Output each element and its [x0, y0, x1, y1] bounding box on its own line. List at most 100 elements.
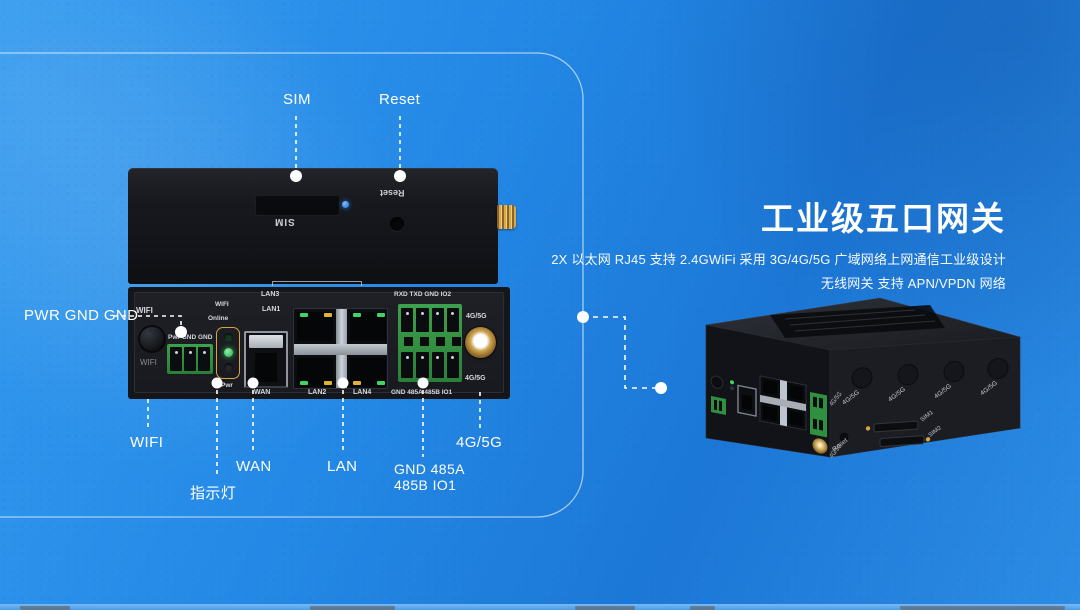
callout-label-gnd: GND 485A 485B IO1 [394, 461, 465, 493]
terminal-mid-row [404, 337, 461, 346]
lan3-label: LAN3 [261, 291, 280, 298]
port-led [377, 313, 385, 317]
bottom-strip-mark [20, 606, 70, 610]
panel-wifi-caption: WIFI [140, 358, 157, 367]
led-label-wifi: WIFI [215, 301, 229, 308]
iso-antenna-hole [851, 367, 873, 389]
callout-dot-wan [247, 377, 259, 389]
led-label-online: Online [208, 315, 229, 322]
power-terminal-block [167, 344, 213, 374]
iso-terminal-pin [714, 399, 717, 411]
terminal-cell [446, 352, 459, 378]
hero-title: 工业级五口网关 [761, 200, 1006, 237]
callout-dot-lan [337, 377, 349, 389]
wan-port-label: WAN [254, 389, 271, 396]
serial-footer-label: GND 485A 485B IO1 [391, 389, 453, 396]
iso-front-ports: 4G/5G 4G/5G [710, 375, 844, 460]
terminal-cell [401, 352, 414, 378]
callout-dot-indicator [211, 377, 223, 389]
iso-lan-port [763, 405, 777, 422]
status-led-blue [342, 201, 349, 208]
port-led [300, 381, 308, 385]
sim-card-slot [255, 195, 340, 216]
callout-dot-sim [290, 170, 302, 182]
iso-lan-port [763, 379, 777, 396]
callout-label-gnd-line2: 485B IO1 [394, 477, 457, 494]
iso-terminal-pin [819, 397, 823, 409]
panel-wifi-title: WIFI [136, 306, 153, 315]
serial-terminal-block [398, 304, 462, 382]
lan1-label: LAN1 [262, 306, 281, 313]
cell-antenna-bottom-label: 4G/5G [465, 375, 486, 382]
iso-terminal-pin [813, 418, 817, 430]
iso-led [730, 386, 734, 391]
iso-terminal-pin [819, 419, 823, 431]
terminal-cell [431, 352, 444, 378]
terminal-cell [446, 308, 459, 332]
antenna-connector-stub [497, 205, 516, 229]
bottom-strip-mark [900, 606, 1065, 610]
cell-sma-connector [465, 327, 496, 358]
callout-label-pwr: PWR GND GND [24, 307, 139, 324]
terminal-row [401, 352, 459, 378]
cell-antenna-top-label: 4G/5G [466, 313, 487, 320]
iso-terminal-pin [719, 400, 722, 412]
device-isometric-view: 4G/5G 4G/5G 4G/5G 4G/5G 4G/5G 4G/5G Rese… [705, 297, 1021, 460]
led-label-pwr: Pwr [221, 382, 233, 389]
power-terminal-label: Pwr GND GND [168, 334, 213, 341]
terminal-pin [420, 337, 429, 346]
iso-led [730, 380, 734, 385]
hero-subtitle-line1: 2X 以太网 RJ45 支持 2.4GWiFi 采用 3G/4G/5G 广域网络… [551, 252, 1006, 267]
iso-terminal-pin [813, 396, 817, 408]
iso-side-details: 4G/5G 4G/5G 4G/5G 4G/5G Reset SIM1 SIM2 [831, 358, 1009, 453]
callout-line-pwr [114, 315, 182, 326]
iso-vent-slots [784, 309, 936, 332]
iso-lan-port [790, 410, 803, 427]
wan-rj45-port [244, 331, 288, 388]
online-led [224, 348, 233, 357]
device-front-port-panel: WIFI WIFI Pwr GND GND WIFI Online Pwr WA… [128, 281, 510, 399]
iso-sim2-slot [879, 435, 925, 447]
iso-lan-divider-h [760, 394, 806, 412]
callout-label-sim: SIM [283, 91, 311, 108]
lan2-label: LAN2 [308, 389, 327, 396]
iso-antenna-hole [897, 364, 919, 386]
port-led [324, 313, 332, 317]
port-led [300, 313, 308, 317]
iso-wan-opening [742, 394, 752, 411]
terminal-row [401, 308, 459, 332]
terminal-cell [170, 347, 182, 371]
callout-label-lan: LAN [327, 458, 358, 475]
bottom-strip-mark [690, 606, 715, 610]
frame-to-iso-connector-line [583, 316, 656, 389]
callout-label-indicator: 指示灯 [190, 485, 237, 502]
iso-wifi-connector [710, 375, 724, 389]
wifi-antenna-connector [138, 325, 166, 353]
reset-pinhole [390, 217, 404, 231]
iso-sim1-slot [873, 420, 919, 433]
terminal-cell [401, 308, 414, 332]
callout-label-reset: Reset [379, 91, 421, 108]
terminal-cell [416, 352, 429, 378]
device-front-top-face: SIM Reset [128, 168, 516, 284]
lan4-label: LAN4 [353, 389, 372, 396]
iso-lan-port [790, 384, 803, 401]
callout-label-wifi: WIFI [130, 434, 164, 451]
hero-subtitle-line2: 无线网关 支持 APN/VPDN 网络 [820, 276, 1006, 291]
iso-sma-connector [812, 438, 828, 454]
iso-antenna-hole [987, 358, 1009, 380]
iso-sim2-dot [925, 437, 931, 442]
iso-antenna-hole [943, 361, 965, 383]
connector-dot-iso [655, 382, 667, 394]
port-led [324, 381, 332, 385]
led-highlight-box [216, 327, 240, 379]
port-divider-horizontal [294, 344, 387, 355]
lan-group-bracket [272, 281, 362, 286]
bottom-strip-mark [575, 606, 635, 610]
port-led [353, 381, 361, 385]
hero-text-block: 工业级五口网关 2X 以太网 RJ45 支持 2.4GWiFi 采用 3G/4G… [551, 192, 1006, 292]
callout-label-wan: WAN [236, 458, 272, 475]
bottom-strip-mark [310, 606, 395, 610]
